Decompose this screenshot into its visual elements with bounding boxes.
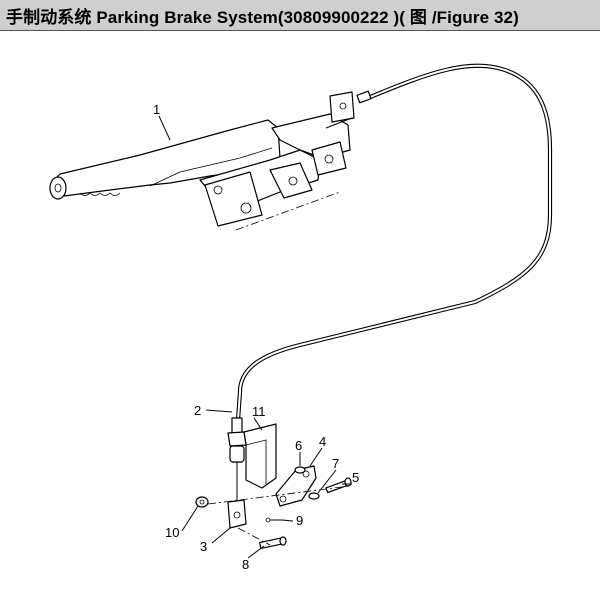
- cotter-pin-9: [265, 517, 282, 523]
- callout-9: 9: [296, 513, 303, 528]
- bolt-5: [325, 477, 352, 494]
- callout-3: 3: [200, 539, 207, 554]
- clevis-3: [227, 499, 247, 529]
- exploded-parts-diagram: 1 2 11 6 4 7 5 9 10 3 8: [0, 31, 600, 586]
- title-bar: 手制动系统 Parking Brake System(30809900222 )…: [0, 0, 600, 31]
- washer-10: [195, 496, 209, 508]
- callout-1: 1: [153, 102, 160, 117]
- callout-10: 10: [165, 525, 179, 540]
- leader-lines: [158, 115, 352, 559]
- washer-6: [294, 466, 306, 474]
- callout-6: 6: [295, 438, 302, 453]
- callout-7: 7: [332, 456, 339, 471]
- nut-7: [308, 492, 320, 500]
- clevis-pin-8: [259, 536, 287, 550]
- cable-bracket: [227, 423, 277, 489]
- callout-5: 5: [352, 470, 359, 485]
- page-title: 手制动系统 Parking Brake System(30809900222 )…: [6, 7, 519, 27]
- callout-11: 11: [252, 404, 266, 419]
- hand-brake-lever: [49, 91, 355, 231]
- callout-2: 2: [194, 403, 201, 418]
- callout-4: 4: [319, 434, 326, 449]
- callout-8: 8: [242, 557, 249, 572]
